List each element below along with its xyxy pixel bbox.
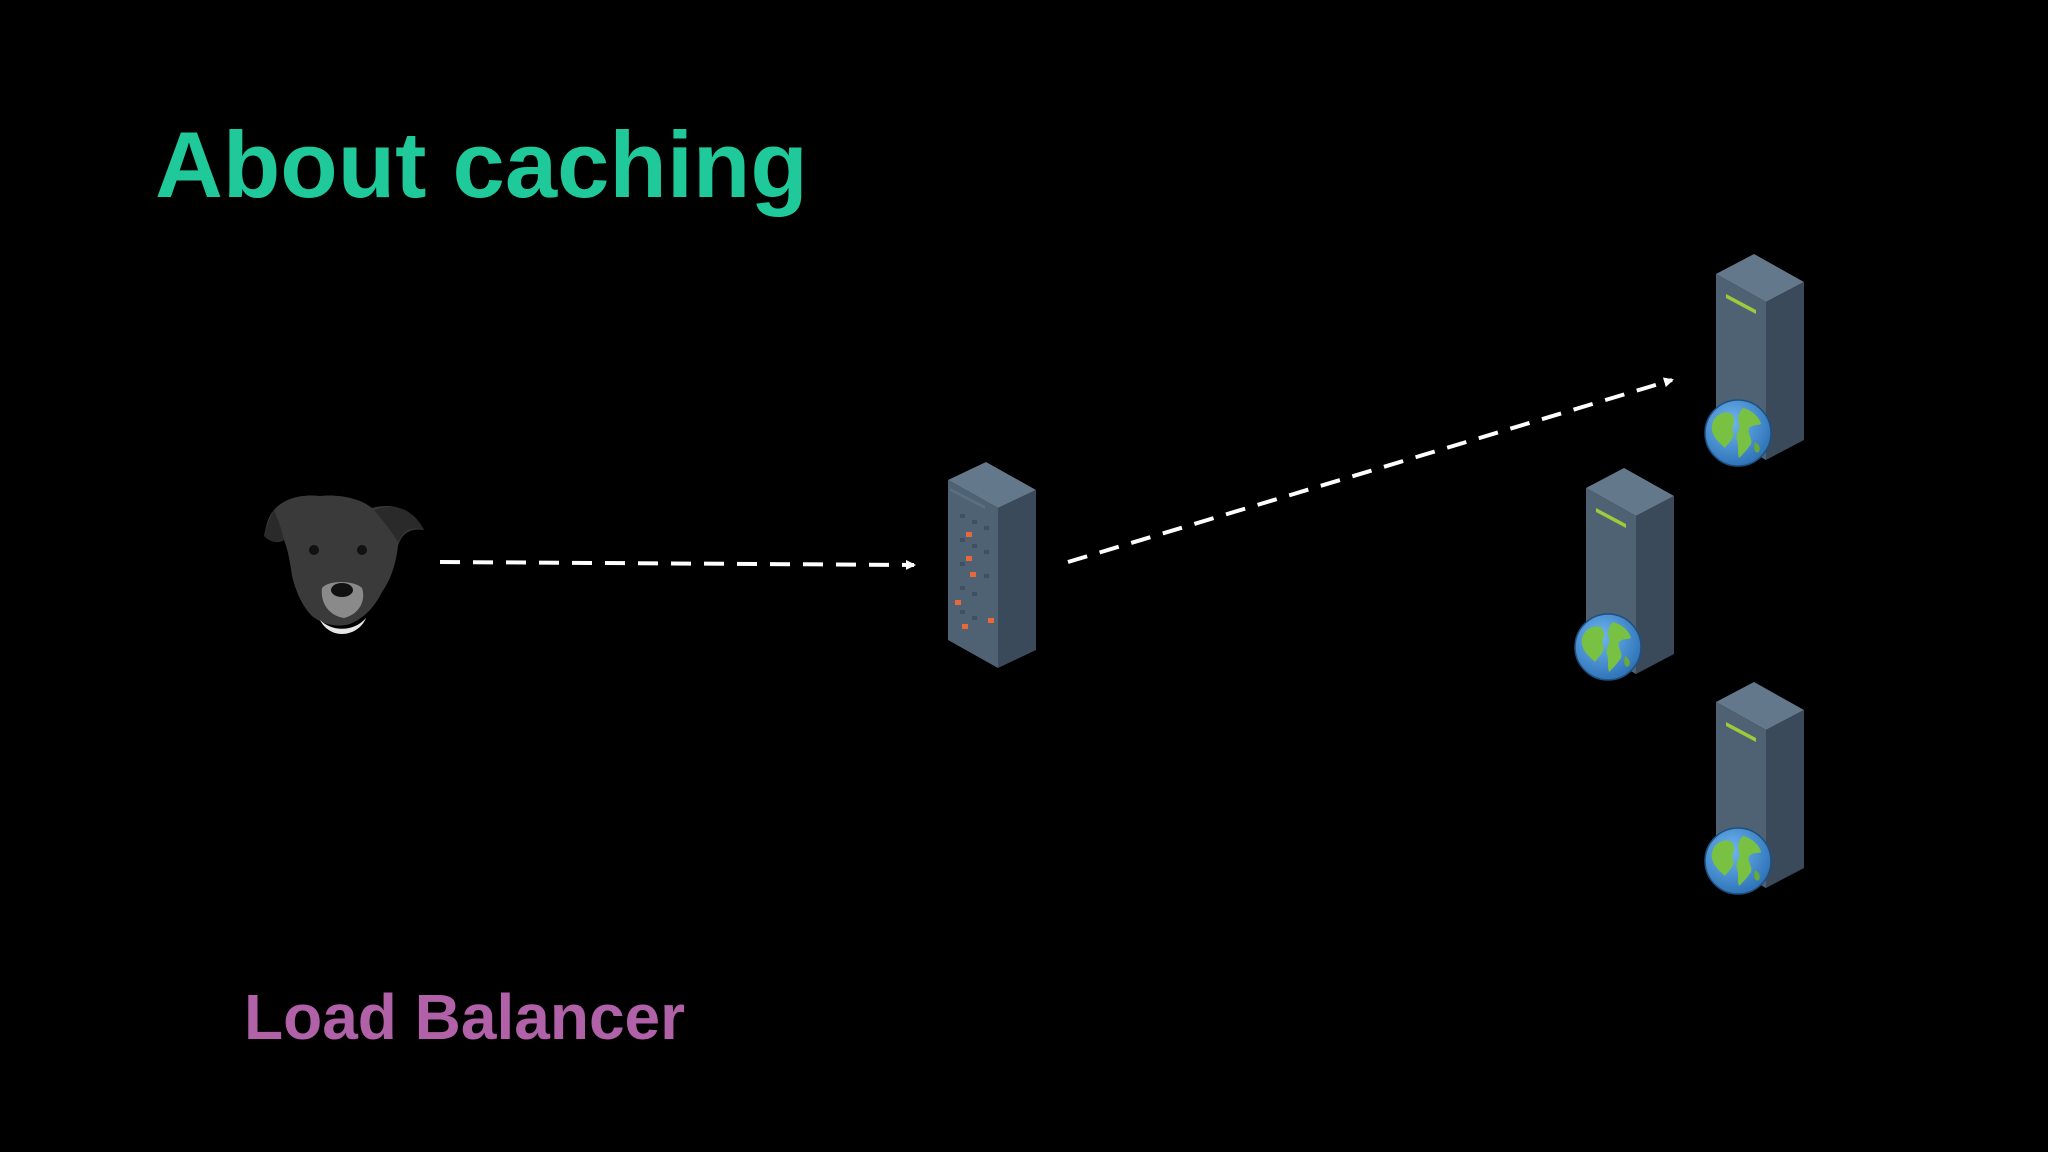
edge-client-to-load-balancer (439, 559, 916, 570)
web-server-1 (1704, 254, 1804, 467)
globe-icon (1704, 399, 1772, 467)
slide-title: About caching (155, 112, 808, 217)
edge-load-balancer-to-web-server-1 (1067, 377, 1674, 564)
dog-icon (264, 495, 424, 634)
globe-icon (1574, 613, 1642, 681)
server-rack-icon (948, 462, 1036, 668)
web-server-3 (1704, 682, 1804, 895)
load-balancer-caption: Load Balancer (244, 981, 686, 1053)
globe-icon (1704, 827, 1772, 895)
web-server-2 (1574, 468, 1674, 681)
